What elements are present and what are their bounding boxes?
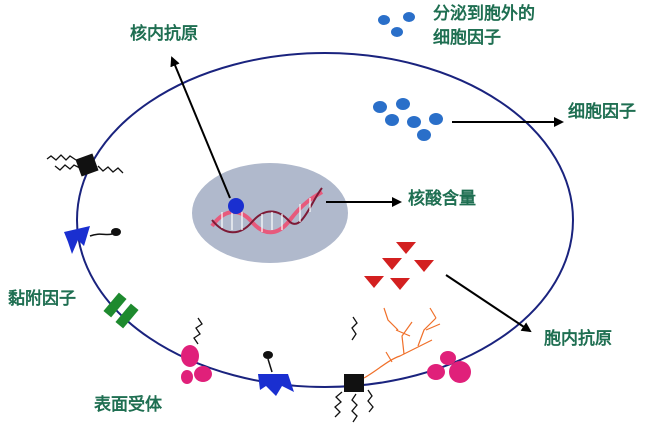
cytokine-dots	[373, 98, 443, 141]
label-surface-receptor: 表面受体	[94, 395, 162, 415]
label-nuclear-antigen: 核内抗原	[130, 24, 198, 44]
label-dna-content: 核酸含量	[408, 189, 476, 209]
blue-receptor-left	[64, 226, 121, 254]
label-secreted-cytokine-line2: 细胞因子	[433, 28, 501, 48]
nuclear-antigen-dot	[228, 198, 244, 214]
arrow-cytoplasmic-antigen	[445, 274, 532, 333]
label-secreted-cytokine-line1: 分泌到胞外的	[433, 4, 535, 24]
adhesion-factor-bars	[103, 292, 139, 329]
label-adhesion-factor: 黏附因子	[8, 289, 76, 309]
membrane-marker-orange	[334, 307, 441, 423]
label-cytokine: 细胞因子	[568, 102, 636, 122]
pink-receptor-bottom	[181, 317, 212, 384]
membrane-marker-black-square	[46, 153, 124, 177]
cell-membrane	[76, 52, 574, 388]
pink-cluster-right	[427, 351, 471, 383]
nucleus	[192, 163, 348, 263]
blue-receptor-bottom	[258, 351, 294, 396]
secreted-cytokine-dots	[378, 12, 415, 37]
arrow-nuclear-antigen	[170, 56, 231, 199]
antigen-triangles	[364, 242, 434, 290]
label-cytoplasmic-antigen: 胞内抗原	[544, 329, 612, 349]
